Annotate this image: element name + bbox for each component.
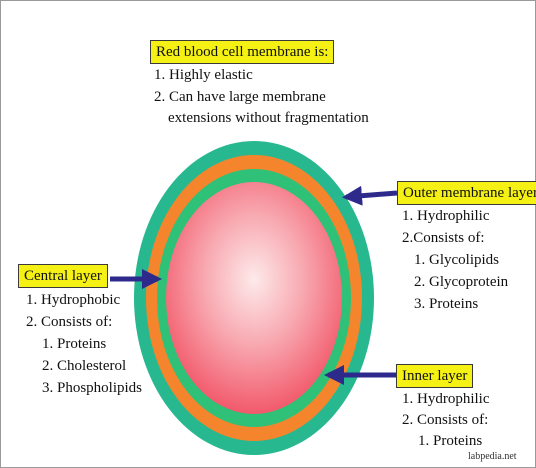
membrane-title: Red blood cell membrane is: — [150, 40, 334, 64]
central-layer-point-3: 1. Proteins — [42, 334, 106, 354]
outer-layer-point-1: 1. Hydrophilic — [402, 206, 490, 226]
membrane-point-2: 2. Can have large membrane — [154, 87, 326, 107]
outer-layer-arrow — [346, 193, 397, 197]
central-layer-title: Central layer — [18, 264, 108, 288]
membrane-point-3: extensions without fragmentation — [168, 108, 369, 128]
inner-layer-point-1: 1. Hydrophilic — [402, 389, 490, 409]
central-layer-point-5: 3. Phospholipids — [42, 378, 142, 398]
central-layer-point-2: 2. Consists of: — [26, 312, 112, 332]
central-layer-point-1: 1. Hydrophobic — [26, 290, 120, 310]
outer-layer-point-3: 1. Glycolipids — [414, 250, 499, 270]
inner-layer-point-3: 1. Proteins — [418, 431, 482, 451]
outer-layer-point-5: 3. Proteins — [414, 294, 478, 314]
outer-layer-title: Outer membrane layer — [397, 181, 536, 205]
outer-layer-point-2: 2.Consists of: — [402, 228, 485, 248]
inner-layer-point-2: 2. Consists of: — [402, 410, 488, 430]
inner-layer-title: Inner layer — [396, 364, 473, 388]
membrane-point-1: 1. Highly elastic — [154, 65, 253, 85]
source-credit: labpedia.net — [468, 451, 517, 462]
central-layer-point-4: 2. Cholesterol — [42, 356, 126, 376]
cell-core — [166, 182, 342, 414]
outer-layer-point-4: 2. Glycoprotein — [414, 272, 508, 292]
